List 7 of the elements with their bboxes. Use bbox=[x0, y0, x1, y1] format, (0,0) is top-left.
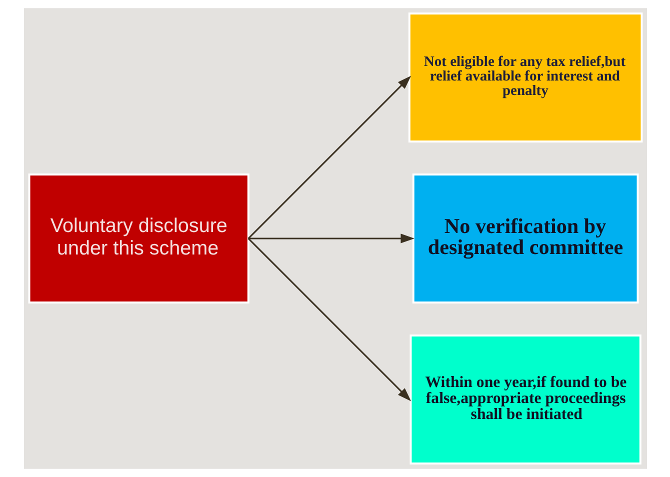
arrow bbox=[248, 234, 414, 244]
arrow bbox=[247, 76, 411, 240]
node-box: No verification by designated committee bbox=[412, 174, 638, 304]
node-box: Within one year,if found to be false,appropriate proceedings shall be initiated bbox=[409, 334, 641, 465]
node-box: Voluntary disclosure under this scheme bbox=[28, 174, 249, 304]
arrow bbox=[247, 238, 411, 402]
node-box: Not eligible for any tax relief,but relief available for interest and penalty bbox=[408, 12, 642, 142]
